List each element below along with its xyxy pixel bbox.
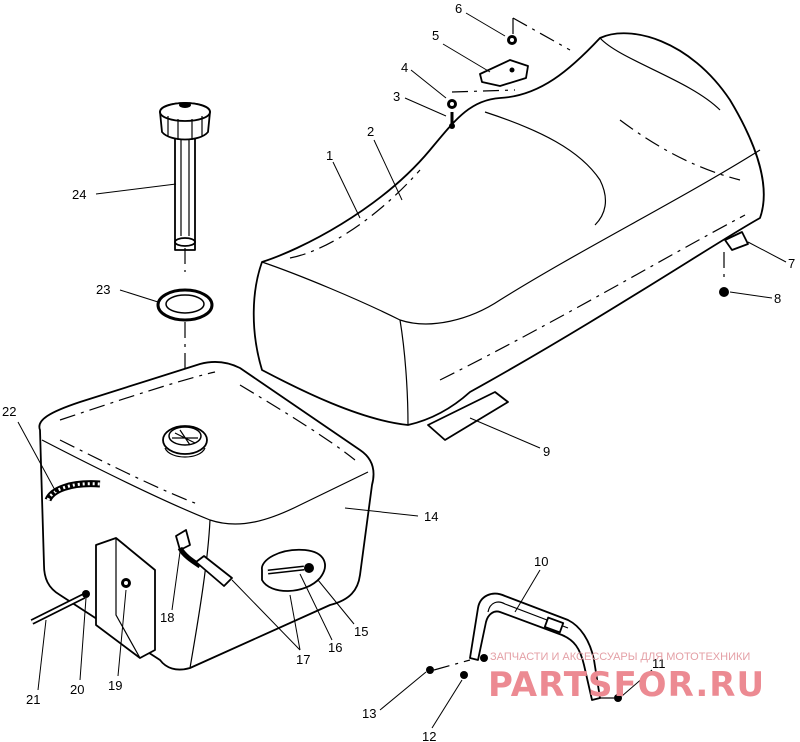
part-label-11: 11 bbox=[652, 656, 666, 671]
part-label-5: 5 bbox=[432, 28, 439, 43]
watermark: ЗАПЧАСТИ И АКСЕССУАРЫ ДЛЯ МОТОТЕХНИКИ PA… bbox=[488, 651, 765, 705]
part-label-2: 2 bbox=[367, 124, 374, 139]
filler-neck-cap bbox=[159, 102, 211, 272]
part-label-21: 21 bbox=[26, 692, 40, 707]
part-label-12: 12 bbox=[422, 729, 436, 742]
outlet-fitting bbox=[175, 529, 233, 587]
part-label-22: 22 bbox=[2, 404, 16, 419]
gasket-ring bbox=[156, 288, 214, 420]
part-label-10: 10 bbox=[534, 554, 548, 569]
leader-lines bbox=[17, 12, 787, 729]
part-label-16: 16 bbox=[328, 640, 342, 655]
part-label-20: 20 bbox=[70, 682, 84, 697]
vent-hose bbox=[44, 480, 101, 502]
seat bbox=[252, 32, 765, 426]
rear-hardware bbox=[719, 231, 749, 297]
fuel-line bbox=[30, 590, 90, 625]
part-label-8: 8 bbox=[774, 291, 781, 306]
part-label-9: 9 bbox=[543, 444, 550, 459]
part-label-17: 17 bbox=[296, 652, 310, 667]
part-label-24: 24 bbox=[72, 187, 86, 202]
part-label-13: 13 bbox=[362, 706, 376, 721]
part-label-15: 15 bbox=[354, 624, 368, 639]
watermark-tagline: ЗАПЧАСТИ И АКСЕССУАРЫ ДЛЯ МОТОТЕХНИКИ bbox=[490, 651, 750, 663]
part-label-14: 14 bbox=[424, 509, 438, 524]
part-label-1: 1 bbox=[326, 148, 333, 163]
part-label-6: 6 bbox=[455, 1, 462, 16]
fuel-tank bbox=[38, 361, 375, 671]
part-label-19: 19 bbox=[108, 678, 122, 693]
watermark-brand: PARTSFOR.RU bbox=[488, 665, 765, 705]
part-label-4: 4 bbox=[401, 60, 408, 75]
seat-assembly bbox=[252, 32, 765, 441]
tank-strap bbox=[426, 592, 622, 702]
part-label-23: 23 bbox=[96, 282, 110, 297]
part-label-7: 7 bbox=[788, 256, 795, 271]
part-label-18: 18 bbox=[160, 610, 174, 625]
seat-hardware bbox=[447, 17, 571, 129]
fuel-petcock bbox=[261, 548, 326, 592]
part-label-3: 3 bbox=[393, 89, 400, 104]
tank-body bbox=[38, 361, 375, 671]
